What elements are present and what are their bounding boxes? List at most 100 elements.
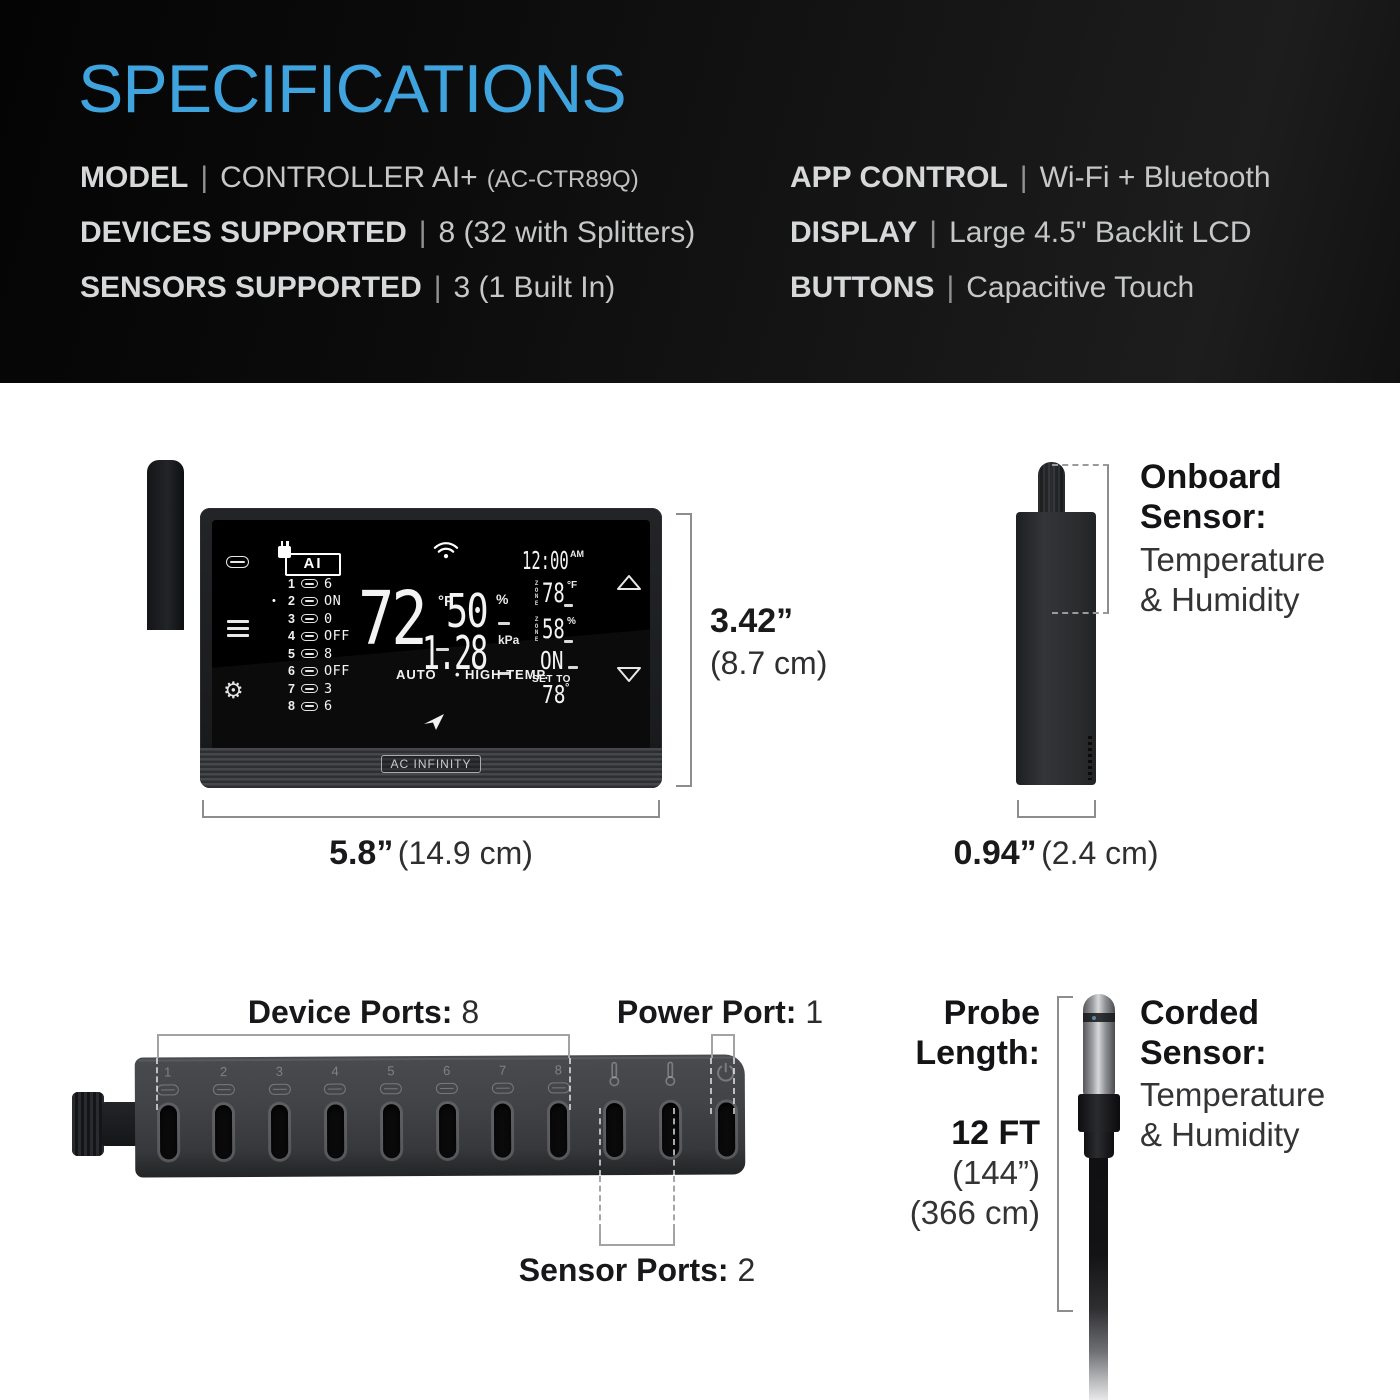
- height-bracket: [676, 513, 692, 787]
- port-number: 1: [164, 1064, 172, 1080]
- side-width-dimension: 0.94” (2.4 cm): [936, 834, 1176, 873]
- probe-length-bracket: [1057, 996, 1073, 1312]
- up-arrow-button: [616, 574, 642, 596]
- set-to-label: SET TO: [532, 674, 571, 685]
- channel-value: 3: [324, 680, 333, 697]
- device-port-icon: [212, 1084, 235, 1096]
- ai-logo: AI: [285, 553, 341, 576]
- channel-number: 8: [288, 699, 295, 714]
- device-plug-icon: [301, 579, 318, 589]
- channel-number: 5: [288, 646, 295, 661]
- guide-line: [733, 1058, 735, 1114]
- side-width-cm: (2.4 cm): [1041, 835, 1159, 871]
- port-slot: [661, 1102, 679, 1157]
- probe-length-in: (144”): [951, 1154, 1040, 1191]
- humidity-value: 50: [446, 584, 489, 638]
- device-port-icon: [491, 1082, 514, 1094]
- channel-number: 4: [288, 629, 295, 644]
- down-arrow-button: [616, 666, 642, 688]
- mode-label: AUTO: [396, 667, 437, 682]
- gear-icon: ⚙: [223, 678, 244, 704]
- port-slot: [159, 1105, 177, 1160]
- spec-row: MODEL|CONTROLLER AI+(AC-CTR89Q): [80, 161, 639, 194]
- page-title: SPECIFICATIONS: [78, 51, 627, 127]
- port-number: 5: [387, 1063, 395, 1079]
- device-plug-icon: [301, 631, 318, 641]
- channel-value: 6: [324, 575, 333, 592]
- probe-sensor-band: [1083, 1013, 1115, 1022]
- active-dot: •: [272, 595, 276, 608]
- output-state: ON: [540, 646, 564, 675]
- speaker-bezel: AC INFINITY: [200, 748, 662, 788]
- segment-dash: [564, 640, 573, 643]
- port-number: 7: [498, 1062, 507, 1078]
- power-source-icon: [226, 556, 249, 568]
- device-plug-icon: [301, 614, 318, 624]
- device-port-icon: [547, 1082, 570, 1094]
- spec-list-left: MODEL|CONTROLLER AI+(AC-CTR89Q) DEVICES S…: [80, 150, 695, 315]
- device-ports-bracket: [157, 1034, 570, 1058]
- side-width-bracket: [1017, 800, 1096, 818]
- channel-number: 1: [288, 576, 295, 591]
- port-slot: [605, 1103, 624, 1158]
- port-slot: [215, 1105, 233, 1160]
- channel-number: 3: [288, 611, 295, 626]
- port-slot: [326, 1104, 345, 1159]
- device-plug-icon: [301, 701, 318, 711]
- vpd-unit: kPa: [498, 633, 520, 647]
- main-temp: 72: [358, 576, 428, 662]
- spec-row: BUTTONS|Capacitive Touch: [790, 271, 1195, 304]
- channel-value: OFF: [324, 628, 350, 645]
- menu-icon: [227, 620, 249, 641]
- vpd-value: 1.28: [422, 626, 488, 680]
- send-icon: [422, 712, 446, 737]
- clock: 12:00: [522, 546, 569, 575]
- port-number: 8: [554, 1062, 563, 1078]
- power-port-label: Power Port: 1: [616, 994, 824, 1030]
- segment-dash: [498, 672, 510, 675]
- set-to-unit: °: [565, 682, 570, 694]
- spec-row: DISPLAY|Large 4.5" Backlit LCD: [790, 216, 1252, 249]
- device-ports-label: Device Ports: 8: [247, 994, 480, 1030]
- humidity-unit: %: [496, 591, 509, 607]
- power-port-bracket: [711, 1034, 735, 1058]
- port-number: 2: [219, 1064, 228, 1080]
- channel-row: 4 OFF: [272, 628, 350, 646]
- probe-length-ft: 12 FT: [951, 1114, 1040, 1152]
- sensor-callout-bracket: [1052, 464, 1109, 614]
- segment-dash: [498, 622, 510, 625]
- wifi-antenna: [147, 460, 184, 630]
- corded-sensor-label: Corded: [1140, 994, 1259, 1032]
- probe-length-label: Probe: [943, 994, 1040, 1032]
- channel-value: 8: [324, 645, 333, 662]
- probe-cable: [1089, 1158, 1108, 1400]
- corded-sensor-desc: Temperature: [1140, 1076, 1326, 1113]
- antenna-knob: [72, 1092, 104, 1156]
- guide-line: [599, 1108, 601, 1176]
- spec-row: APP CONTROL|Wi-Fi + Bluetooth: [790, 161, 1271, 194]
- port-slot: [438, 1103, 456, 1159]
- zone-temp-unit: °F: [567, 580, 578, 591]
- channel-number: 2: [288, 594, 295, 609]
- brand-badge: AC INFINITY: [381, 755, 481, 773]
- sensor-ports-label: Sensor Ports: 2: [518, 1252, 756, 1288]
- channel-value: 0: [324, 610, 333, 627]
- guide-line: [156, 1058, 158, 1110]
- probe-tip: [1083, 994, 1115, 1096]
- width-dimension: 5.8” (14.9 cm): [202, 834, 660, 873]
- clock-meridiem: AM: [570, 549, 584, 559]
- spec-row: DEVICES SUPPORTED|8 (32 with Splitters): [80, 216, 696, 249]
- guide-line: [673, 1176, 675, 1230]
- width-value-cm: (14.9 cm): [397, 835, 533, 871]
- controller-side-view: [1016, 512, 1096, 785]
- side-vents: [1088, 736, 1092, 780]
